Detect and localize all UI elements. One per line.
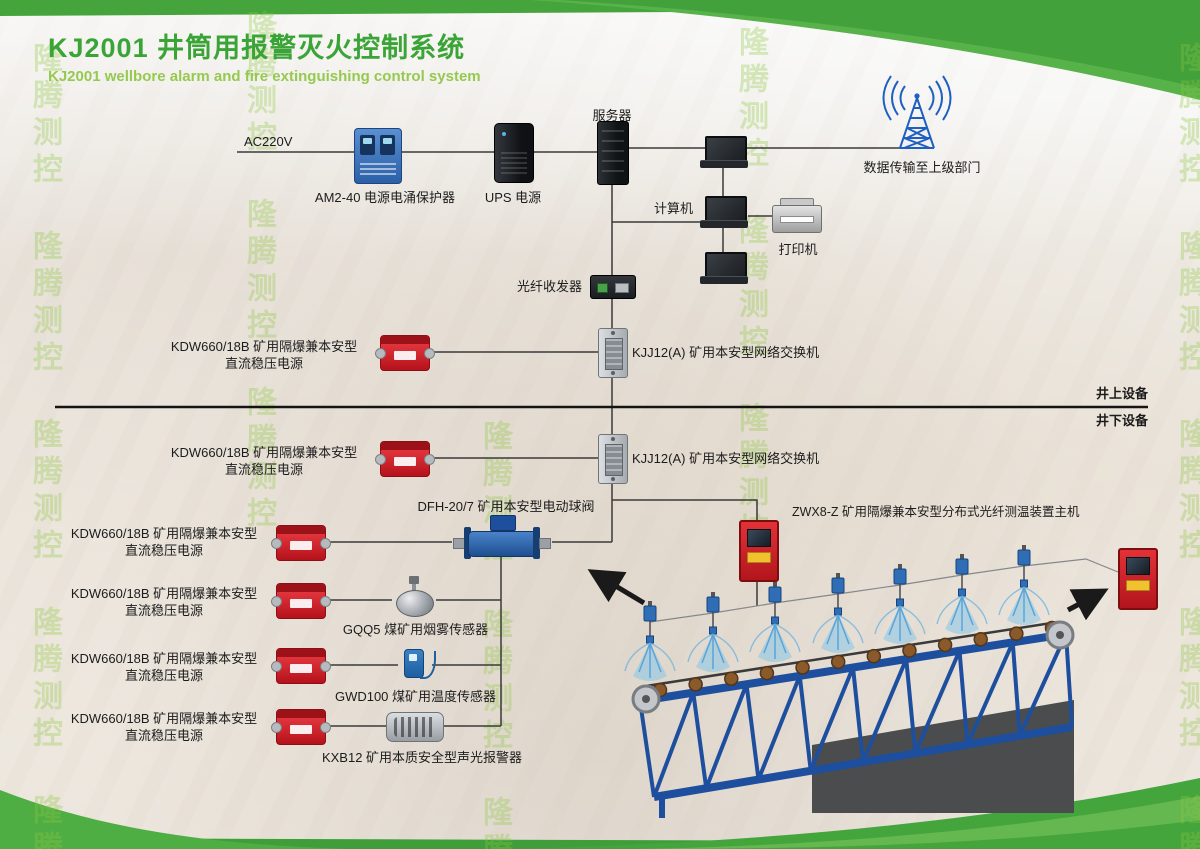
dc-power-supply-device bbox=[271, 583, 331, 619]
underground-equipment-label: 井下设备 bbox=[1095, 413, 1148, 428]
surge-label-area bbox=[360, 163, 396, 177]
switch2-label: KJJ12(A) 矿用本安型网络交换机 bbox=[632, 451, 820, 466]
switch1-label: KJJ12(A) 矿用本安型网络交换机 bbox=[632, 345, 820, 360]
sound-light-alarm-device bbox=[386, 712, 444, 742]
laptop-device bbox=[700, 196, 748, 230]
page-subtitle: KJ2001 wellbore alarm and fire extinguis… bbox=[48, 68, 481, 85]
laptop-device bbox=[700, 252, 748, 286]
ups-device bbox=[494, 123, 534, 183]
ball-valve-device bbox=[453, 515, 551, 559]
kdw-label: KDW660/18B 矿用隔爆兼本安型直流稳压电源 bbox=[70, 586, 258, 618]
smoke-label: GQQ5 煤矿用烟雾传感器 bbox=[342, 622, 489, 637]
ac220v-label: AC220V bbox=[244, 134, 293, 149]
uplink-label: 数据传输至上级部门 bbox=[863, 160, 981, 175]
server-label: 服务器 bbox=[592, 108, 632, 123]
ups-label: UPS 电源 bbox=[484, 190, 542, 205]
dc-power-supply-device bbox=[271, 648, 331, 684]
kdw-label: KDW660/18B 矿用隔爆兼本安型直流稳压电源 bbox=[170, 339, 358, 371]
kdw-label: KDW660/18B 矿用隔爆兼本安型直流稳压电源 bbox=[170, 445, 358, 477]
fiber-temp-host-device bbox=[739, 520, 779, 582]
surge-protector-device bbox=[354, 128, 402, 184]
fiber-label: 光纤收发器 bbox=[516, 279, 582, 294]
printer-label: 打印机 bbox=[778, 242, 818, 257]
kdw-label: KDW660/18B 矿用隔爆兼本安型直流稳压电源 bbox=[70, 651, 258, 683]
temp-label: GWD100 煤矿用温度传感器 bbox=[334, 689, 497, 704]
network-switch-device bbox=[598, 434, 628, 484]
dc-power-supply-device bbox=[375, 335, 435, 371]
surface-equipment-label: 井上设备 bbox=[1095, 386, 1148, 401]
dc-power-supply-device bbox=[375, 441, 435, 477]
fiber-temp-host-device bbox=[1118, 548, 1158, 610]
laptop-device bbox=[700, 136, 748, 170]
dc-power-supply-device bbox=[271, 709, 331, 745]
kdw-label: KDW660/18B 矿用隔爆兼本安型直流稳压电源 bbox=[70, 526, 258, 558]
alarm-label: KXB12 矿用本质安全型声光报警器 bbox=[321, 750, 523, 765]
network-switch-device bbox=[598, 328, 628, 378]
kdw-label: KDW660/18B 矿用隔爆兼本安型直流稳压电源 bbox=[70, 711, 258, 743]
valve-label: DFH-20/7 矿用本安型电动球阀 bbox=[417, 499, 595, 514]
computer-label: 计算机 bbox=[654, 201, 694, 216]
dc-power-supply-device bbox=[271, 525, 331, 561]
page-title: KJ2001 井筒用报警灭火控制系统 bbox=[48, 33, 466, 63]
zwx-label: ZWX8-Z 矿用隔爆兼本安型分布式光纤测温装置主机 bbox=[792, 505, 1080, 519]
surge-module bbox=[360, 135, 375, 155]
smoke-sensor-device bbox=[392, 576, 436, 620]
surge-module bbox=[380, 135, 395, 155]
temp-sensor-device bbox=[398, 645, 438, 687]
surge-label: AM2-40 电源电涌保护器 bbox=[314, 190, 456, 205]
server-device bbox=[597, 121, 629, 185]
printer-device bbox=[772, 198, 822, 234]
fiber-transceiver-device bbox=[590, 275, 636, 299]
